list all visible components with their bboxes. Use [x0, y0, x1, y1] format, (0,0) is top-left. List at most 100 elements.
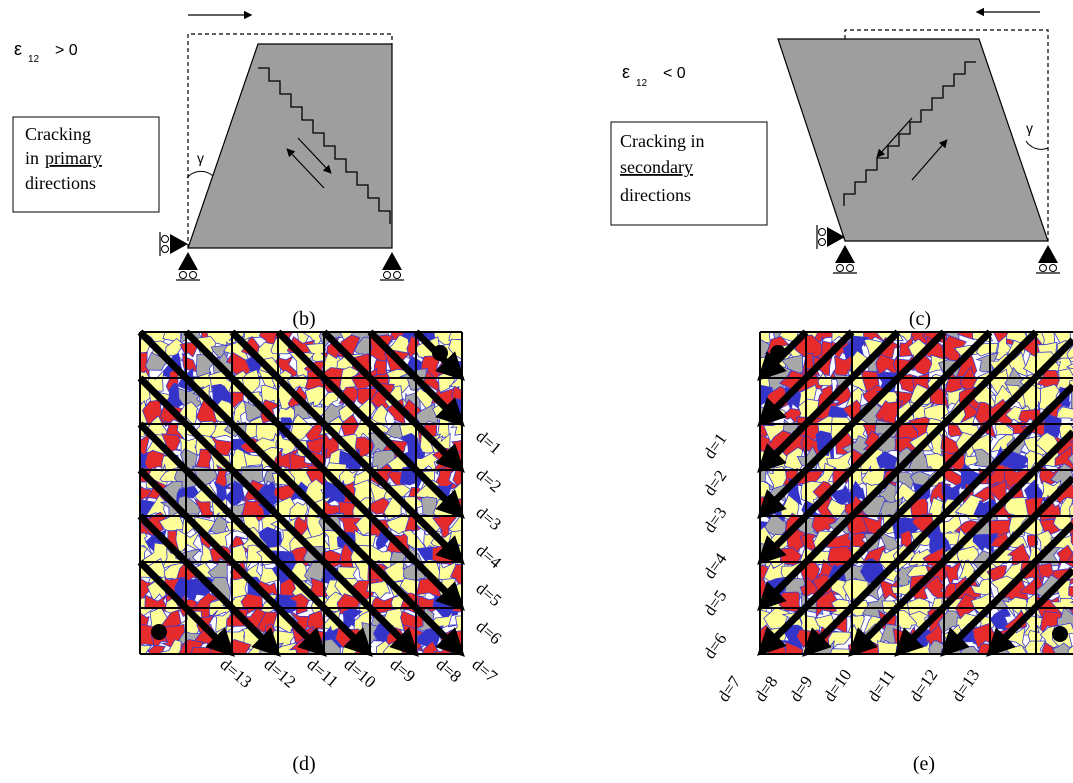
- support-roller: [1039, 264, 1047, 272]
- support-roller: [383, 271, 391, 279]
- diag-label-e12: d=12: [906, 666, 942, 706]
- annotation-box-b: [12, 116, 160, 213]
- diagonal-arrows-d: [137, 329, 465, 657]
- diagonal-arrow: [137, 375, 419, 657]
- diag-label-d12: d=12: [260, 655, 299, 692]
- diagonal-arrow: [183, 329, 465, 611]
- grain-cell: [159, 639, 182, 654]
- grain-cell: [448, 332, 462, 341]
- support-roller: [846, 264, 854, 272]
- grain-cell: [1066, 344, 1073, 360]
- shear-arrow-down: [297, 137, 332, 174]
- diag-label-e13: d=13: [948, 666, 984, 706]
- diagonal-labels-d-right: d=1 d=2 d=3 d=4 d=5 d=6: [472, 427, 505, 649]
- grain-cell: [287, 593, 310, 618]
- panel-label-b: (b): [292, 308, 315, 330]
- grain-cell: [1068, 585, 1073, 598]
- box-line-2: secondary: [620, 157, 693, 177]
- diagonal-arrow: [137, 421, 373, 657]
- support-roller: [1049, 264, 1057, 272]
- diagonal-arrow: [757, 329, 809, 381]
- diag-label-d1: d=1: [472, 427, 505, 459]
- shear-angle-arc: [186, 170, 214, 179]
- diag-label-e1: d=1: [700, 430, 731, 463]
- grain-cell: [1067, 453, 1073, 466]
- diag-label-e7: d=7: [714, 672, 745, 705]
- diagonal-arrows-e: [757, 329, 1073, 657]
- strain-label-c: ε 12 < 0: [622, 62, 686, 89]
- supports-c: [816, 225, 1060, 274]
- grain-cell: [1069, 418, 1073, 422]
- strain-relation: > 0: [55, 42, 78, 59]
- diagonal-arrow: [986, 567, 1073, 657]
- diagonal-arrow: [137, 559, 235, 657]
- box-line-2b: primary: [45, 148, 102, 168]
- panel-c: ε 12 < 0 γ Cracking in secondary directi…: [610, 7, 1060, 330]
- panel-label-c: (c): [909, 308, 931, 330]
- deformed-element: [777, 38, 1049, 242]
- grain-cell: [165, 382, 186, 411]
- diag-label-e9: d=9: [786, 673, 817, 706]
- shear-angle-arc: [1025, 140, 1049, 150]
- panel-label-e: (e): [913, 753, 935, 775]
- diag-label-d11: d=11: [303, 655, 342, 692]
- shear-angle-label: γ: [1026, 120, 1033, 136]
- strain-subscript: 12: [636, 78, 648, 89]
- support-triangle: [835, 245, 855, 263]
- diagonal-arrow: [757, 329, 947, 519]
- diagonal-labels-e-bottom: d=7 d=8 d=9 d=10 d=11 d=12 d=13: [714, 666, 984, 706]
- grain-cell: [241, 367, 261, 395]
- grain-cell: [421, 640, 440, 654]
- diag-label-d3: d=3: [472, 503, 505, 535]
- grain-cell: [1056, 405, 1073, 421]
- diagonal-arrow: [229, 329, 465, 565]
- diag-label-d7: d=7: [468, 655, 501, 687]
- grain-cell: [453, 583, 462, 600]
- diagonal-arrow: [757, 329, 855, 427]
- diagonal-arrow: [940, 521, 1073, 657]
- grain-cell: [1054, 445, 1073, 473]
- side-support-triangle: [827, 227, 845, 247]
- shear-arrow-up: [911, 139, 948, 181]
- corner-marker-bottom-right: [1052, 626, 1068, 642]
- diagonal-arrow: [137, 513, 281, 657]
- strain-symbol: ε: [622, 62, 630, 82]
- support-triangle: [178, 252, 198, 270]
- grain-cell: [142, 511, 167, 537]
- diagonal-arrow: [757, 329, 901, 473]
- side-support-roller: [161, 245, 169, 253]
- diag-label-e4: d=4: [700, 549, 731, 582]
- diag-label-d6: d=6: [472, 617, 505, 649]
- side-support-triangle: [170, 234, 188, 254]
- annotation-box-c: [610, 121, 768, 226]
- grain-cell: [892, 610, 920, 630]
- grain-cell: [339, 366, 360, 396]
- diagonal-arrow: [757, 337, 1073, 656]
- grain-cell: [369, 404, 389, 427]
- diagonal-arrow: [137, 467, 327, 657]
- grain-cell: [449, 563, 462, 587]
- corner-marker-bottom-left: [151, 624, 167, 640]
- grain-cell: [1068, 608, 1073, 615]
- deformed-element: [187, 43, 393, 249]
- crack-line: [843, 61, 976, 206]
- support-roller: [179, 271, 187, 279]
- box-line-1: Cracking in: [620, 131, 704, 151]
- box-line-3: directions: [25, 173, 96, 193]
- diag-label-e6: d=6: [700, 630, 731, 663]
- grain-cell: [140, 623, 156, 646]
- grain-cell: [1006, 644, 1028, 654]
- box-line-1: Cracking: [25, 124, 91, 144]
- strain-label-b: ε 12 > 0: [14, 39, 78, 65]
- diagonal-arrow: [848, 429, 1073, 657]
- diag-label-d8: d=8: [432, 655, 465, 687]
- strain-symbol: ε: [14, 39, 22, 59]
- grain-cell: [289, 500, 309, 524]
- panel-d: d=1 d=2 d=3 d=4 d=5 d=6 d=7 d=8 d=9 d=10…: [137, 329, 505, 775]
- diag-label-d10: d=10: [340, 655, 379, 692]
- supports-b: [159, 232, 404, 281]
- side-support-roller: [161, 235, 169, 243]
- diagonal-arrow: [802, 383, 1073, 657]
- grain-cell: [1070, 600, 1073, 604]
